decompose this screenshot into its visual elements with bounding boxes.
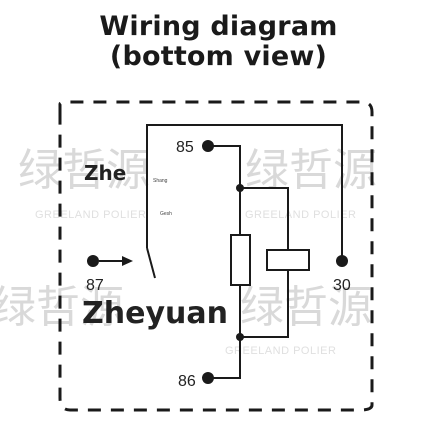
brand-full: Zheyuan: [82, 296, 228, 331]
watermark: 绿哲源 绿哲源 GREELAND POLIER GREELAND POLIER …: [0, 145, 377, 357]
coil-branch-top: [240, 187, 289, 250]
diagram-subtitle: (bottom view): [109, 41, 328, 72]
pin-87-terminal: [87, 255, 99, 267]
brand-short: Zhe: [84, 161, 126, 185]
arrow-right-icon: [122, 256, 133, 266]
brand-tiny-2: Gesh: [160, 211, 172, 217]
pin-30-label: 30: [333, 277, 351, 294]
watermark-en-right-2: GREELAND POLIER: [225, 345, 336, 357]
coil-wire-86: [209, 337, 241, 379]
brand-tiny-1: Shang: [153, 178, 168, 184]
diagram-title: Wiring diagram: [99, 11, 338, 42]
watermark-cn-left: 绿哲源: [18, 145, 150, 196]
coil-wire-85: [209, 145, 241, 188]
pin-85-terminal: [202, 140, 214, 152]
watermark-cn-left-2: 绿哲源: [0, 282, 124, 333]
watermark-en-left: GREELAND POLIER: [35, 209, 146, 221]
pin-86-label: 86: [178, 373, 196, 390]
junction-dot-bottom: [236, 333, 244, 341]
junction-dot-top: [236, 184, 244, 192]
contact-frame-wire: [146, 124, 343, 260]
watermark-cn-right-2: 绿哲源: [240, 282, 372, 333]
coil-resistor: [230, 234, 251, 286]
pin-30-terminal: [336, 255, 348, 267]
pin-85-label: 85: [176, 139, 194, 156]
pin-87-label: 87: [86, 277, 104, 294]
coil-branch-bottom: [240, 270, 289, 338]
watermark-en-right: GREELAND POLIER: [245, 209, 356, 221]
coil-element: [266, 249, 310, 271]
switch-arm: [146, 247, 156, 279]
pin-86-terminal: [202, 372, 214, 384]
